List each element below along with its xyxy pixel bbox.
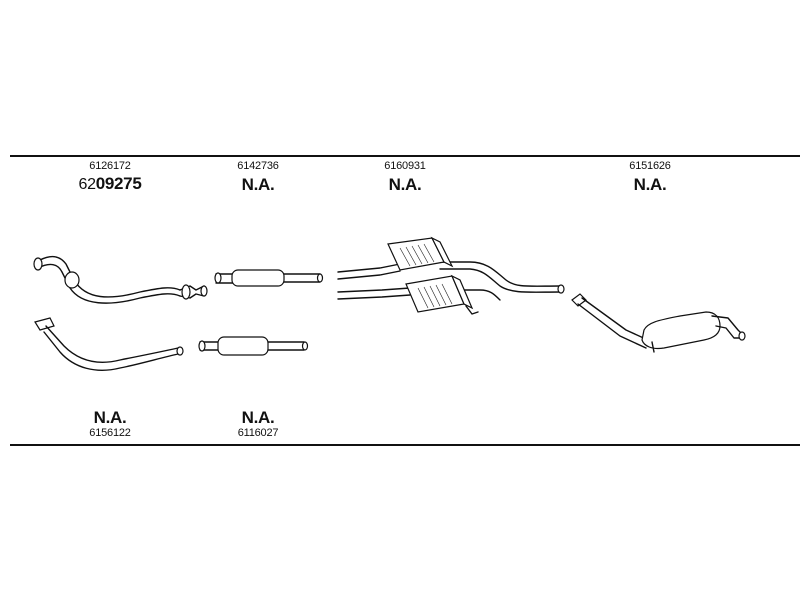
part-ref-front-pipe-2: 6156122: [89, 427, 131, 439]
part-code-rear-silencer: N.A.: [633, 175, 667, 194]
part-ref-front-silencer-2: 6116027: [237, 427, 279, 439]
front-pipe-drawing: [33, 255, 208, 304]
part-code-front-pipe: 6209275: [79, 174, 142, 194]
front-pipe-2-drawing: [34, 317, 184, 371]
part-code-main: 09275: [95, 174, 142, 193]
part-code-front-silencer-2: N.A.: [241, 408, 275, 427]
part-ref-rear-silencer: 6151626: [629, 160, 671, 172]
front-silencer-2-drawing: [198, 336, 309, 356]
part-ref-middle-silencer: 6160931: [384, 160, 426, 172]
part-code-front-silencer: N.A.: [241, 175, 275, 194]
part-code-prefix: 62: [78, 176, 97, 193]
part-ref-front-pipe: 6126172: [89, 160, 131, 172]
part-ref-front-silencer: 6142736: [237, 160, 279, 172]
part-code-middle-silencer: N.A.: [388, 175, 422, 194]
middle-silencer-drawing: [337, 236, 565, 315]
top-divider: [10, 155, 800, 157]
part-code-front-pipe-2: N.A.: [93, 408, 127, 427]
front-silencer-drawing: [214, 269, 324, 287]
rear-silencer-drawing: [571, 293, 746, 353]
bottom-divider: [10, 444, 800, 446]
